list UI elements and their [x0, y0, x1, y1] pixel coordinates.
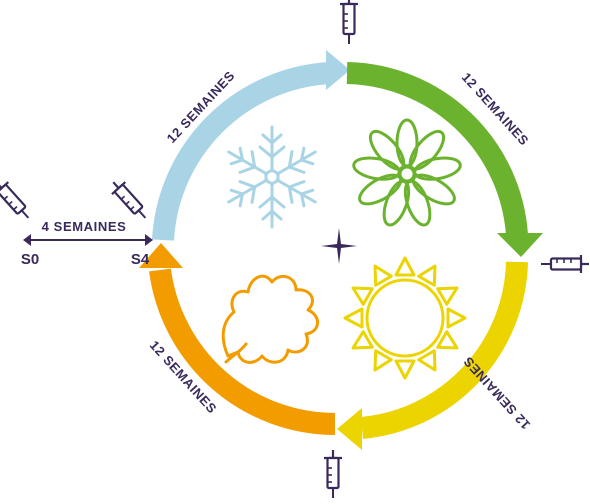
start-week-label: S0	[21, 251, 39, 268]
sun-icon	[343, 256, 467, 380]
end-week-label: S4	[131, 251, 150, 268]
syringe-icon	[539, 253, 590, 275]
induction-timeline	[23, 234, 153, 246]
flower-icon	[350, 118, 464, 230]
snowflake-icon	[221, 125, 323, 229]
summer-interval-label: 12 SEMAINES	[460, 354, 533, 433]
induction-interval-label: 4 SEMAINES	[42, 219, 127, 234]
leaf-icon	[221, 274, 319, 364]
syringe-icon	[338, 0, 360, 46]
sparkle-icon	[321, 228, 357, 264]
arrow-spring	[346, 62, 543, 257]
arrow-summer	[337, 261, 528, 450]
arrow-winter	[152, 50, 350, 241]
syringe-icon	[322, 448, 344, 500]
syringe-icon	[105, 175, 154, 225]
arrow-autumn	[139, 243, 336, 435]
syringe-icon	[0, 175, 37, 225]
